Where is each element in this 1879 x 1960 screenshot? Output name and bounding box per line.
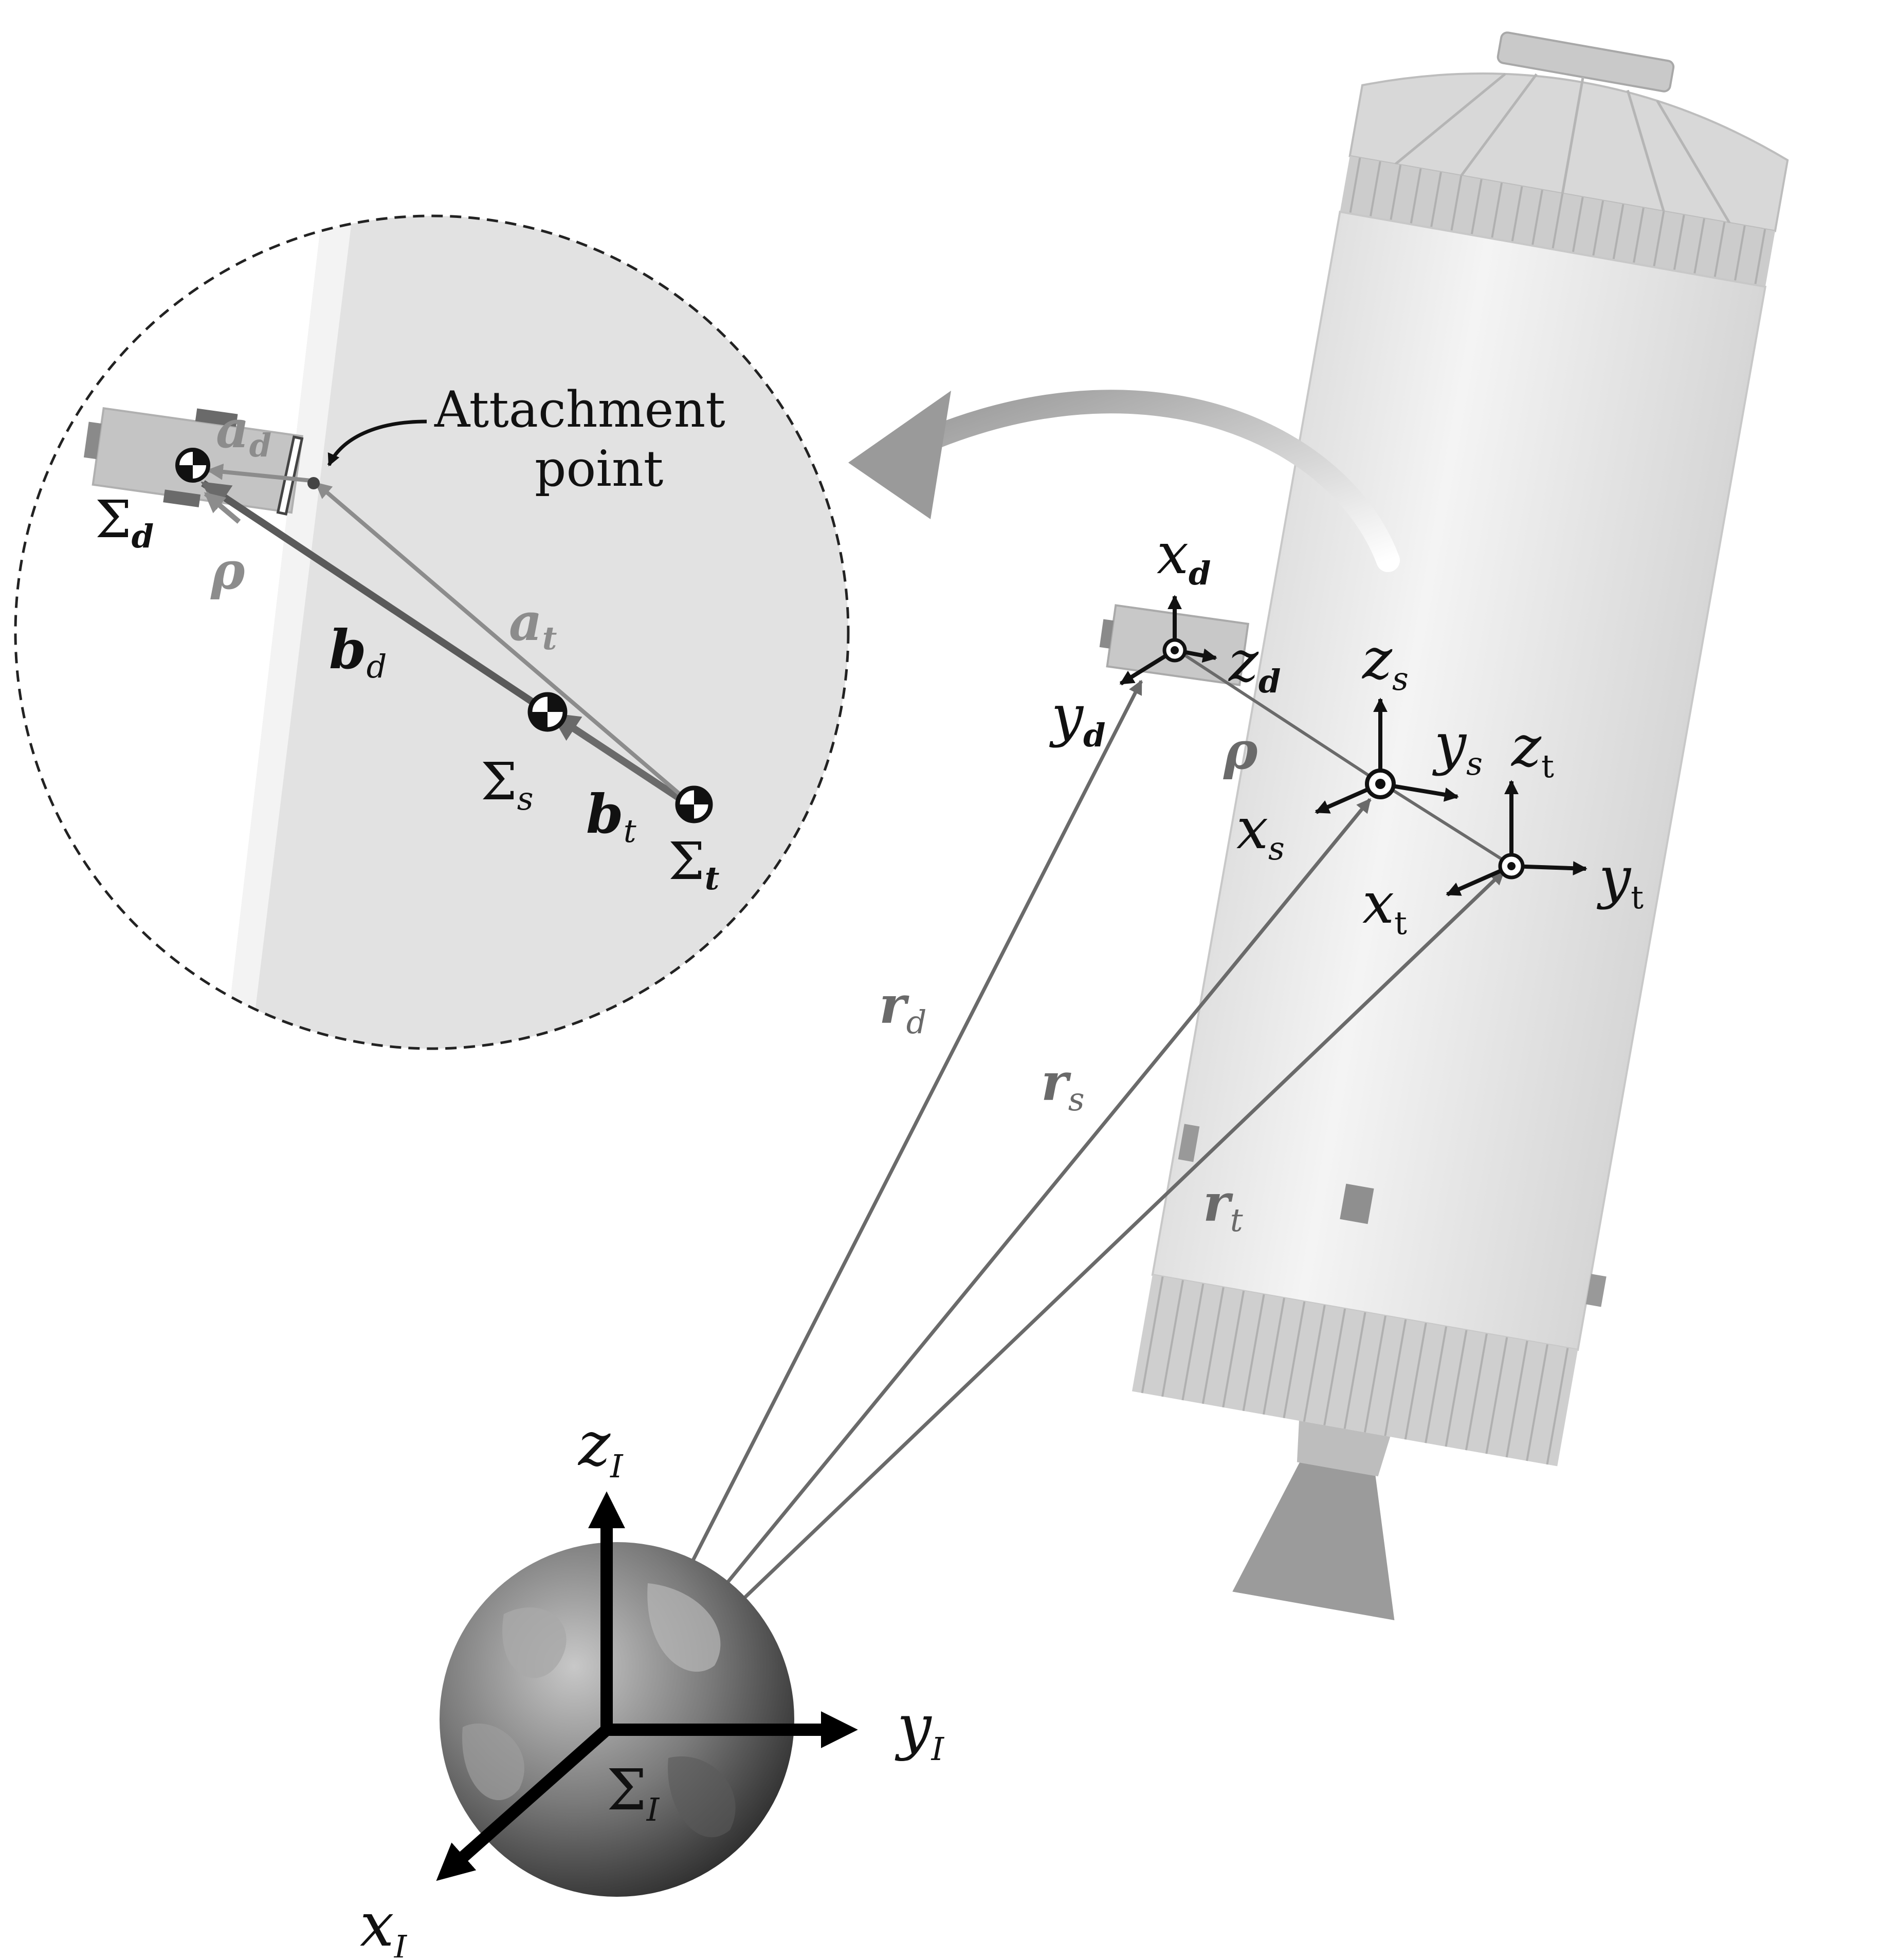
x-d-label: xd <box>1157 521 1211 592</box>
b-t-label: bt <box>586 782 636 850</box>
rocket-stage <box>1132 31 1789 1620</box>
sigma-I-label: ΣI <box>607 1757 660 1828</box>
r-t-label: rt <box>1203 1173 1243 1239</box>
inertial-frame <box>436 1491 858 1881</box>
frame-t <box>1446 780 1588 896</box>
frame-d <box>1119 595 1217 686</box>
attachment-label-line1: Attachment <box>434 381 725 438</box>
r-d-label: rd <box>879 975 926 1041</box>
rho-vector-zoom <box>204 491 241 524</box>
y-d-label: yd <box>1049 683 1106 754</box>
y-I-label: yI <box>895 1691 945 1768</box>
z-s-label: zs <box>1361 626 1409 698</box>
earth <box>440 1542 794 1897</box>
com-marker-s <box>527 692 568 732</box>
b-t-vector <box>550 711 691 808</box>
a-t-label: at <box>509 592 557 657</box>
x-s-label: xs <box>1236 796 1285 867</box>
attachment-point-dot <box>307 477 320 489</box>
zoom-circle-border <box>14 214 850 1050</box>
r-d-vector <box>605 680 1143 1731</box>
rho-label-zoom: ρ <box>210 540 245 601</box>
r-t-vector <box>605 870 1505 1731</box>
com-marker-d <box>175 448 210 483</box>
z-d-label: zd <box>1228 629 1281 700</box>
attachment-label-line2: point <box>535 440 663 498</box>
sigma-t-label: Σt <box>668 831 720 897</box>
z-t-label: zt <box>1510 713 1554 785</box>
zoom-inset: Attachment point ad Σd ρ at bd Σs bt Σt <box>14 214 850 1050</box>
b-d-line-main <box>1176 649 1379 783</box>
frame-s <box>1315 698 1459 814</box>
b-t-line-main <box>1382 782 1510 865</box>
sigma-d-label: Σd <box>95 489 154 555</box>
zoom-indicator-arrow <box>848 390 1400 572</box>
x-I-label: xI <box>360 1889 408 1957</box>
b-d-vector <box>200 480 550 715</box>
a-d-label: ad <box>216 399 271 464</box>
sigma-s-label: Σs <box>481 752 534 817</box>
attachment-callout-arrow <box>327 419 427 467</box>
x-t-label: xt <box>1362 870 1407 942</box>
b-d-label: bd <box>329 618 387 685</box>
rho-label-main: ρ <box>1223 720 1258 781</box>
a-d-vector <box>206 463 312 483</box>
a-t-vector <box>315 481 690 804</box>
r-s-label: rs <box>1041 1052 1085 1118</box>
z-I-label: zI <box>577 1408 624 1485</box>
com-marker-t <box>675 785 713 823</box>
r-s-vector <box>605 798 1372 1731</box>
y-s-label: ys <box>1432 711 1483 782</box>
y-t-label: yt <box>1596 845 1644 916</box>
